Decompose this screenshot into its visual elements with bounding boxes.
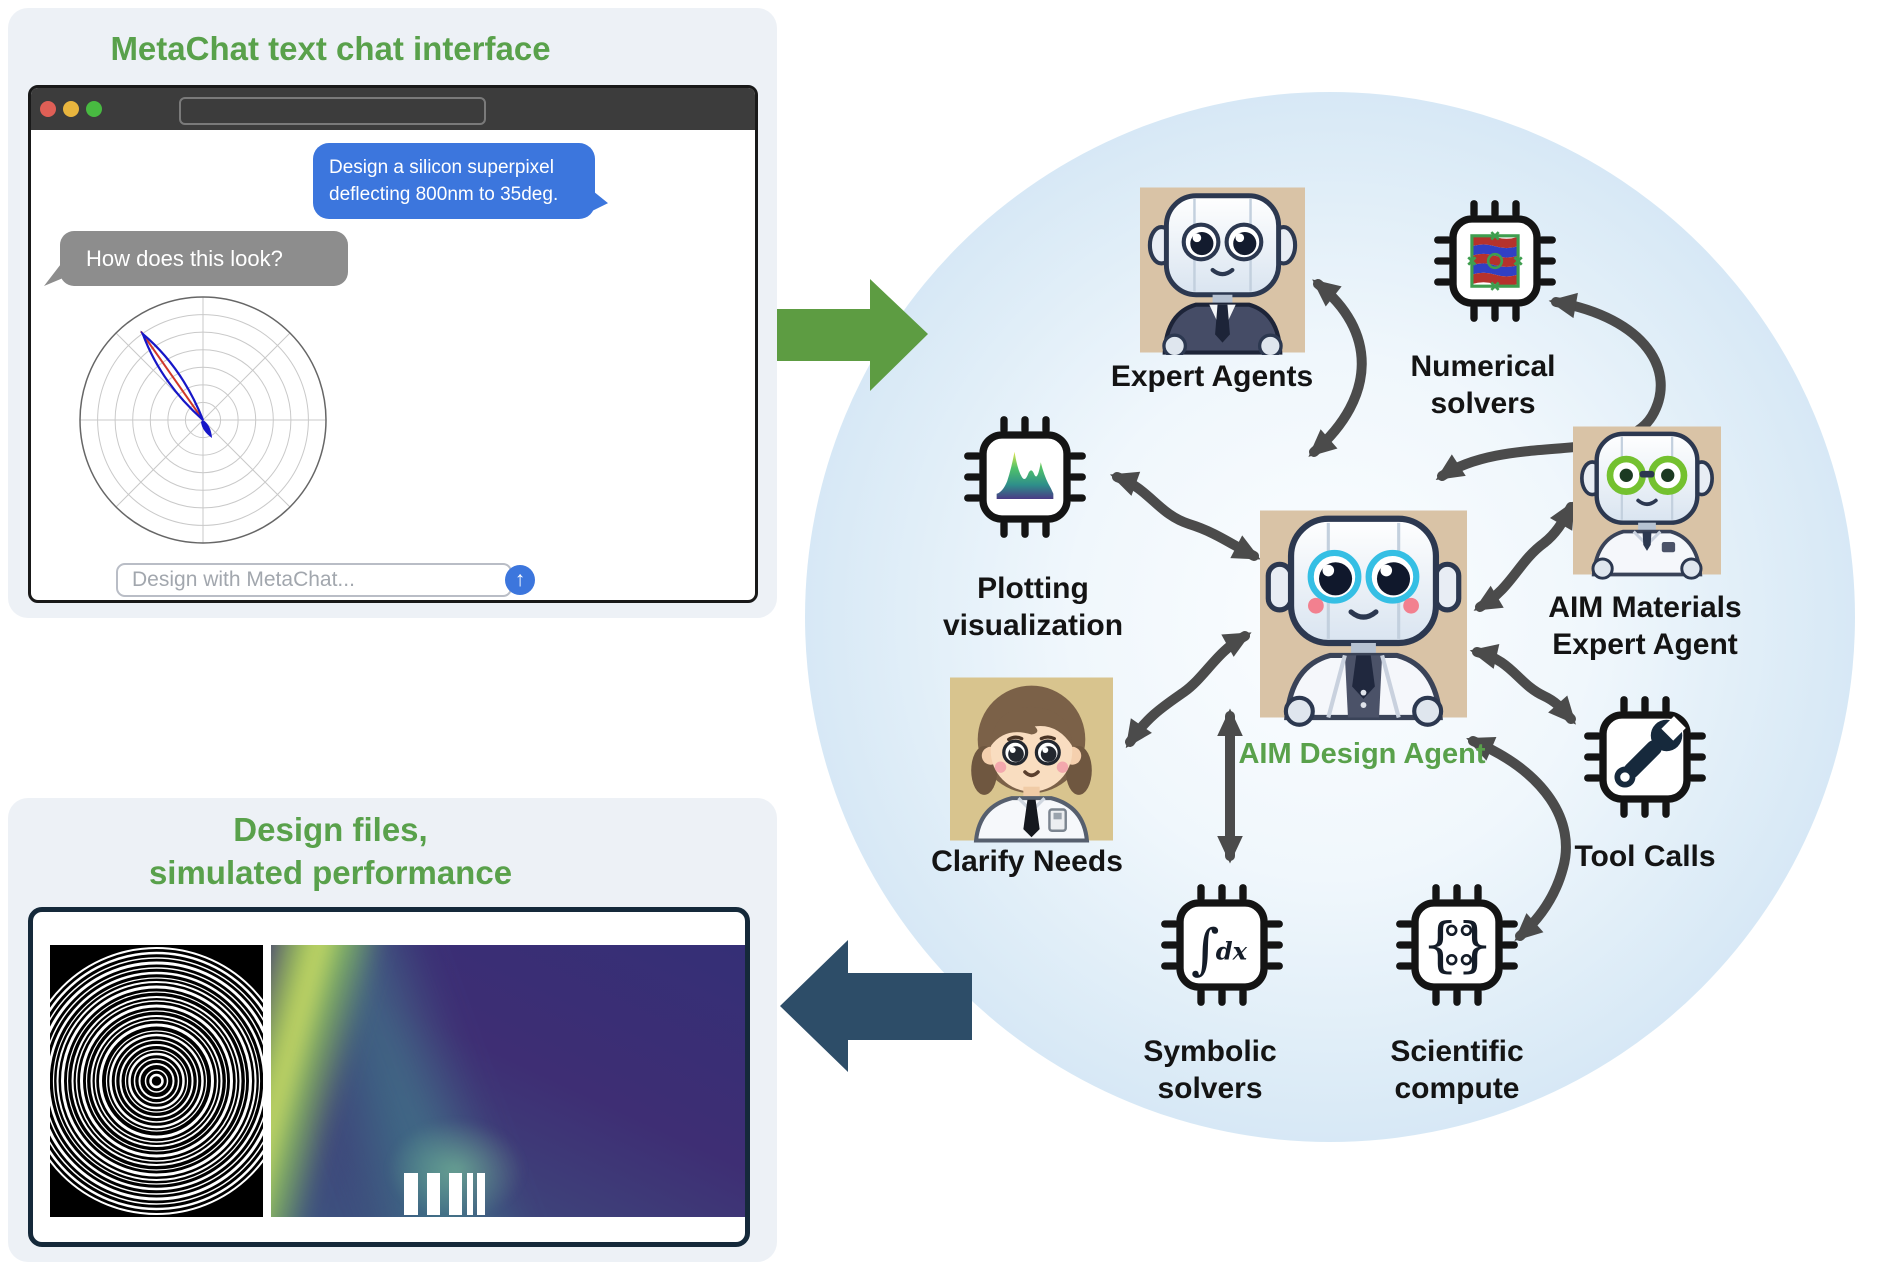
metastructure-pillar: [404, 1173, 418, 1215]
chat-panel: MetaChat text chat interface Design a si…: [8, 8, 777, 618]
ring-pattern: [50, 947, 263, 1215]
simulated-field-image: [271, 945, 745, 1217]
robot-glasses-icon: [1573, 413, 1721, 588]
bot-message-text: How does this look?: [86, 246, 283, 271]
numerical-solvers-label: Numerical solvers: [1373, 348, 1593, 422]
plotting-label-line2: visualization: [942, 609, 1124, 642]
brace-left-glyph: {: [1421, 910, 1458, 979]
robot-suit-icon: [1140, 185, 1305, 355]
bot-message-bubble: How does this look?: [44, 231, 348, 286]
aim-design-agent-label: AIM Design Agent: [1238, 738, 1486, 770]
symbolic-label-line2: solvers: [1157, 1072, 1263, 1105]
polar-farfield-plot: [79, 296, 327, 544]
output-panel-title: Design files, simulated performance: [8, 808, 653, 894]
window-titlebar: [31, 88, 755, 130]
close-window-icon[interactable]: [40, 101, 56, 117]
scientific-compute-label: Scientific compute: [1347, 1033, 1567, 1107]
main-lobe-curve: [140, 330, 205, 421]
numerical-label-line2: solvers: [1430, 387, 1536, 420]
robot-labcoat-icon: [1260, 493, 1467, 735]
zoom-window-icon[interactable]: [86, 101, 102, 117]
back-lobe-curve: [201, 420, 212, 438]
results-box: [28, 907, 750, 1247]
metastructure-pillar: [467, 1173, 473, 1215]
chat-window: Design a silicon superpixel deflecting 8…: [28, 85, 758, 603]
chat-input[interactable]: [116, 563, 512, 597]
chip-plot-icon: [962, 414, 1088, 540]
chip-wrench-icon: [1582, 694, 1708, 820]
tool-calls-label: Tool Calls: [1574, 840, 1716, 873]
numerical-label-line1: Numerical: [1410, 350, 1556, 383]
user-message-line2: deflecting 800nm to 35deg.: [329, 184, 559, 205]
arrow-up-icon: ↑: [514, 568, 526, 591]
chip-integral-icon: ∫ dx: [1159, 882, 1285, 1008]
integral-glyph: ∫: [1191, 917, 1219, 981]
plotting-label-line1: Plotting: [977, 572, 1089, 605]
person-scientist-icon: [950, 673, 1113, 845]
brace-right-glyph: }: [1456, 910, 1493, 979]
node-expert-agents: [1140, 185, 1305, 355]
user-message-bubble: Design a silicon superpixel deflecting 8…: [313, 143, 608, 219]
scientific-label-line1: Scientific: [1390, 1035, 1524, 1068]
address-bar[interactable]: [179, 97, 486, 125]
bubble-tail-right: [588, 187, 608, 213]
symbolic-label-line1: Symbolic: [1143, 1035, 1277, 1068]
aim-materials-label: AIM Materials Expert Agent: [1525, 589, 1765, 663]
scientific-label-line2: compute: [1394, 1072, 1520, 1105]
integral-dx-glyph: dx: [1216, 937, 1248, 966]
plotting-visualization-label: Plotting visualization: [923, 570, 1143, 644]
aim-materials-label-line1: AIM Materials: [1548, 591, 1742, 624]
expert-agents-label: Expert Agents: [1110, 360, 1314, 393]
chat-panel-title: MetaChat text chat interface: [110, 30, 551, 67]
clarify-needs-label: Clarify Needs: [931, 845, 1123, 878]
aim-materials-label-line2: Expert Agent: [1552, 628, 1738, 661]
send-button[interactable]: ↑: [505, 565, 535, 595]
metastructure-pillar: [449, 1173, 462, 1215]
output-panel: Design files, simulated performance: [8, 798, 777, 1262]
bubble-tail-left: [44, 260, 64, 286]
metastructure-pillar: [427, 1173, 440, 1215]
metastructure-pillar: [477, 1173, 485, 1215]
minimize-window-icon[interactable]: [63, 101, 79, 117]
chip-field-icon: [1432, 198, 1558, 324]
node-aim-design-agent: [1260, 493, 1467, 735]
node-aim-materials: [1573, 413, 1721, 588]
user-message-line1: Design a silicon superpixel: [329, 157, 554, 178]
symbolic-solvers-label: Symbolic solvers: [1100, 1033, 1320, 1107]
output-title-line2: simulated performance: [148, 854, 513, 891]
node-clarify-needs: [950, 673, 1113, 845]
polar-outer-ring: [79, 296, 327, 544]
output-title-line1: Design files,: [233, 811, 428, 848]
chip-braces-icon: { }: [1394, 882, 1520, 1008]
metalens-ring-pattern-image: [50, 945, 263, 1217]
target-direction-ray: [140, 330, 204, 421]
